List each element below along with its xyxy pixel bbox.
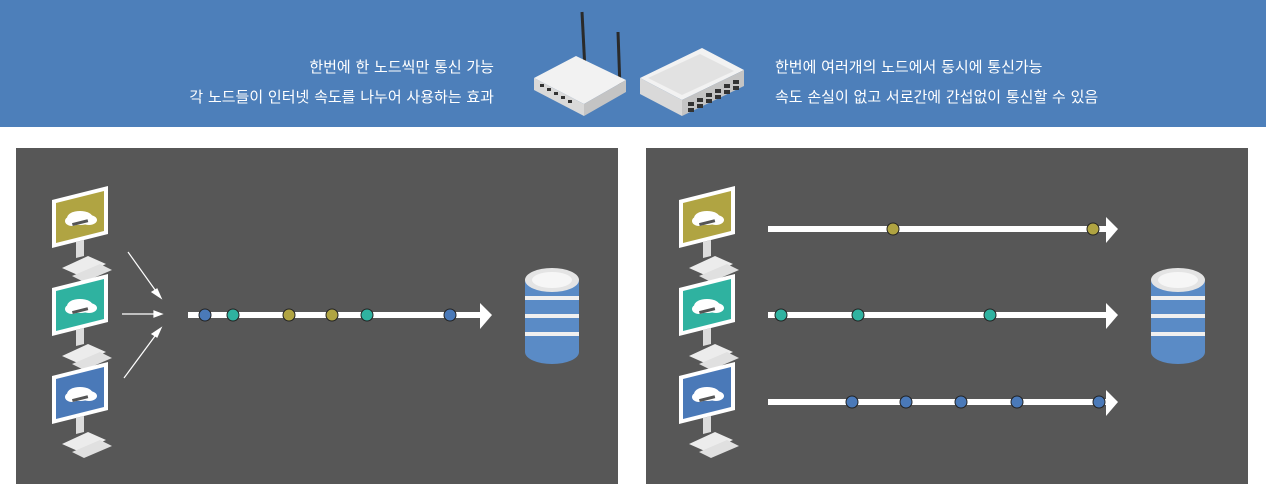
hub-diagram-panel [16, 148, 618, 484]
computer-teal-icon [52, 274, 112, 370]
lane-olive-arrow [768, 217, 1118, 243]
packet-olive [886, 222, 900, 236]
database-icon [525, 268, 579, 364]
packet-teal [226, 308, 240, 322]
packet-olive [1086, 222, 1100, 236]
hub-caption-line1: 한번에 한 노드씩만 통신 가능 [309, 58, 494, 76]
packet-teal [851, 308, 865, 322]
switch-caption: 한번에 여러개의 노드에서 동시에 통신가능 속도 손실이 없고 서로간에 간섭… [775, 52, 1098, 112]
computer-teal-icon [679, 274, 739, 370]
lane-olive-packets [886, 222, 1100, 236]
switch-caption-line1: 한번에 여러개의 노드에서 동시에 통신가능 [775, 58, 1043, 76]
shared-lane-packets [198, 308, 457, 322]
switch-icon [640, 48, 744, 116]
computer-olive-icon [679, 186, 739, 282]
computer-blue-icon [52, 362, 112, 458]
switch-diagram-panel [646, 148, 1248, 484]
packet-blue [899, 395, 913, 409]
lane-teal-arrow [768, 303, 1118, 329]
packet-blue [1010, 395, 1024, 409]
packet-teal [774, 308, 788, 322]
packet-teal [360, 308, 374, 322]
lane-blue-arrow [768, 390, 1118, 416]
computer-blue-icon [679, 362, 739, 458]
packet-blue [443, 308, 457, 322]
packet-blue [198, 308, 212, 322]
packet-blue [954, 395, 968, 409]
converge-arrow-top [127, 251, 159, 295]
lane-teal-packets [774, 308, 997, 322]
router-icon [534, 11, 626, 116]
switch-caption-line2: 속도 손실이 없고 서로간에 간섭없이 통신할 수 있음 [775, 88, 1099, 106]
packet-olive [282, 308, 296, 322]
hub-caption-line2: 각 노드들이 인터넷 속도를 나누어 사용하는 효과 [189, 88, 494, 106]
packet-olive [325, 308, 339, 322]
converge-arrow-bottom [123, 331, 159, 379]
packet-blue [845, 395, 859, 409]
database-icon [1151, 268, 1205, 364]
lane-blue-packets [845, 395, 1106, 409]
packet-blue [1092, 395, 1106, 409]
packet-teal [983, 308, 997, 322]
header-banner: 한번에 한 노드씩만 통신 가능 각 노드들이 인터넷 속도를 나누어 사용하는… [0, 0, 1266, 127]
computer-olive-icon [52, 186, 112, 282]
hub-caption: 한번에 한 노드씩만 통신 가능 각 노드들이 인터넷 속도를 나누어 사용하는… [189, 52, 494, 112]
